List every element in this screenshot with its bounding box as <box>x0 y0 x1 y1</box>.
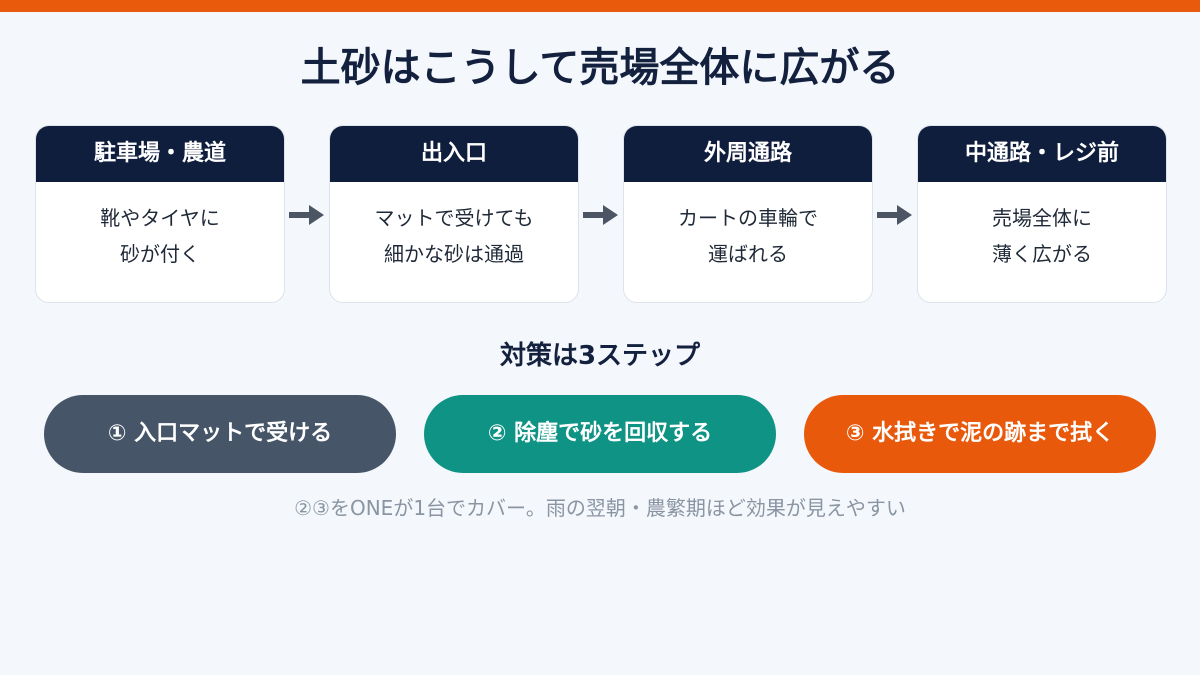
page-title: 土砂はこうして売場全体に広がる <box>300 45 900 91</box>
flow-card-line: 細かな砂は通過 <box>384 242 524 266</box>
flow-card-line: 砂が付く <box>120 242 200 266</box>
flow-card-parking: 駐車場・農道 靴やタイヤに 砂が付く <box>35 125 285 303</box>
step-pill-3: ③ 水拭きで泥の跡まで拭く <box>804 395 1156 473</box>
flow-card-body: カートの車輪で 運ばれる <box>624 182 872 272</box>
flow-card-line: カートの車輪で <box>678 206 818 230</box>
flow-card-inner-aisle: 中通路・レジ前 売場全体に 薄く広がる <box>917 125 1167 303</box>
flow-card-header: 中通路・レジ前 <box>918 126 1166 182</box>
arrow-right-icon <box>583 205 618 225</box>
step-pill-2: ② 除塵で砂を回収する <box>424 395 776 473</box>
arrow-right-icon <box>877 205 912 225</box>
step-pill-1: ① 入口マットで受ける <box>44 395 396 473</box>
flow-card-line: 売場全体に <box>992 206 1092 230</box>
spread-flow-diagram: 駐車場・農道 靴やタイヤに 砂が付く 出入口 マットで受けても 細かな砂は通過 … <box>0 125 1200 305</box>
arrow-right-icon <box>289 205 324 225</box>
flow-card-body: 靴やタイヤに 砂が付く <box>36 182 284 272</box>
flow-card-line: 薄く広がる <box>992 242 1092 266</box>
top-accent-bar <box>0 0 1200 12</box>
flow-card-entrance: 出入口 マットで受けても 細かな砂は通過 <box>329 125 579 303</box>
footnote: ②③をONEが1台でカバー。雨の翌朝・農繁期ほど効果が見えやすい <box>294 496 906 520</box>
flow-card-line: 靴やタイヤに <box>100 206 220 230</box>
flow-card-header: 出入口 <box>330 126 578 182</box>
flow-card-header: 外周通路 <box>624 126 872 182</box>
flow-card-body: マットで受けても 細かな砂は通過 <box>330 182 578 272</box>
flow-card-outer-aisle: 外周通路 カートの車輪で 運ばれる <box>623 125 873 303</box>
steps-heading: 対策は3ステップ <box>499 341 701 371</box>
flow-card-body: 売場全体に 薄く広がる <box>918 182 1166 272</box>
flow-card-line: 運ばれる <box>708 242 788 266</box>
flow-card-header: 駐車場・農道 <box>36 126 284 182</box>
flow-card-line: マットで受けても <box>374 206 534 230</box>
